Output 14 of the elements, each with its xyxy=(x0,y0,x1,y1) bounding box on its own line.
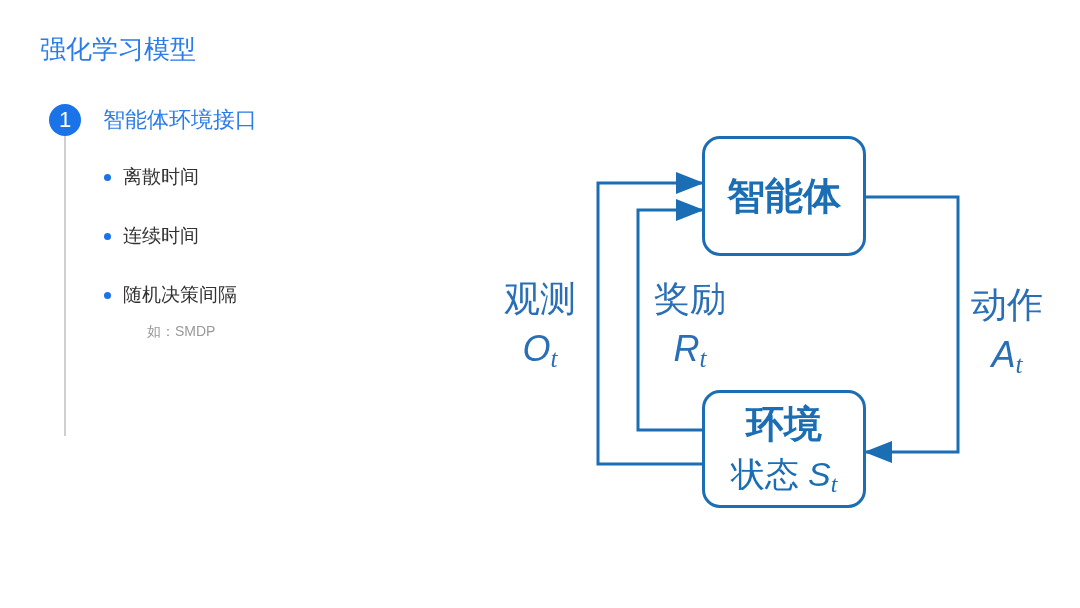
process-box xyxy=(702,136,866,256)
slide-title: 强化学习模型 xyxy=(40,33,196,66)
bullet-text: 离散时间 xyxy=(123,165,199,189)
connector-arrow xyxy=(636,199,704,432)
bullet-text: 连续时间 xyxy=(123,224,199,248)
state-label: 状态 S$_{t}$ xyxy=(730,454,838,499)
box-title: 环境 xyxy=(746,402,822,447)
section-heading: 智能体环境接口 xyxy=(103,106,257,134)
connector-arrow xyxy=(864,195,960,463)
connector-arrow xyxy=(596,172,704,466)
box-title: 智能体 xyxy=(727,174,841,219)
bullet-text: 随机决策间隔 xyxy=(123,283,237,307)
note-text: 如：SMDP xyxy=(147,322,216,340)
process-box xyxy=(702,390,866,508)
